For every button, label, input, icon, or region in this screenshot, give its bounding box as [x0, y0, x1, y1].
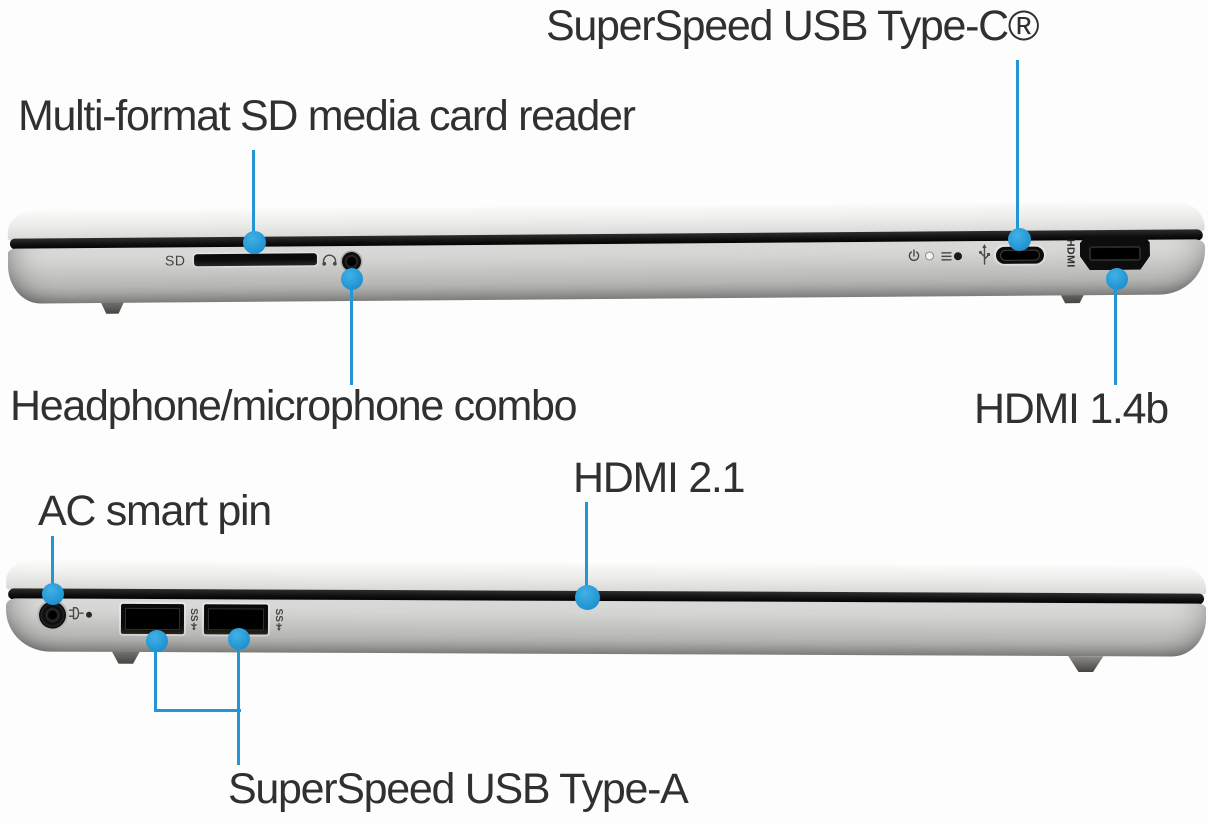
callout-dot-usb-type-c: [1008, 228, 1031, 251]
superspeed-trident-icon: [191, 622, 197, 631]
label-usb-type-c: SuperSpeed USB Type-C®: [546, 2, 1040, 50]
sd-card-slot: [193, 253, 318, 267]
callout-dot-headphone: [341, 268, 363, 290]
hdmi-port-slot: [1089, 246, 1141, 261]
callout-line-headphone: [350, 288, 353, 385]
hdmi-marking: HDMI: [1063, 238, 1077, 268]
laptop-right-side-view: SD: [7, 198, 1206, 317]
callout-line-sd-reader: [252, 150, 255, 234]
label-ac-pin: AC smart pin: [38, 487, 272, 535]
label-hdmi-21: HDMI 2.1: [573, 454, 746, 502]
usb-a-port-2-slot: [207, 608, 265, 631]
headset-icon: [321, 252, 338, 272]
callout-dot-hdmi-14b: [1106, 268, 1128, 290]
battery-led-icon: [939, 249, 964, 268]
label-headphone: Headphone/microphone combo: [10, 382, 578, 430]
hdmi-port: [1080, 237, 1150, 271]
callout-line-usb-type-c: [1016, 60, 1019, 230]
sd-marking: SD: [164, 252, 186, 269]
superspeed-text: SS: [273, 608, 285, 622]
laptop-base-edge: [5, 598, 1207, 657]
callout-line-hdmi-21: [585, 502, 588, 588]
callout-line-usb-a-2: [237, 648, 240, 765]
callout-dot-usb-a-2: [228, 628, 250, 650]
callout-connector-usb-a: [154, 709, 241, 712]
superspeed-trident-icon: [276, 623, 282, 631]
superspeed-marking-2: SS: [273, 609, 285, 631]
superspeed-text: SS: [188, 608, 200, 622]
ac-power-jack: [38, 601, 67, 629]
callout-line-hdmi-14b: [1114, 288, 1117, 385]
power-led: [924, 251, 935, 261]
ac-led: [86, 611, 93, 618]
callout-line-ac-pin: [51, 536, 54, 585]
power-icon: [907, 249, 921, 269]
callout-dot-sd-reader: [243, 231, 266, 254]
callout-dot-hdmi-21: [575, 585, 600, 610]
callout-dot-usb-a-1: [146, 630, 168, 652]
callout-dot-ac-pin: [42, 583, 64, 605]
laptop-left-side-view: SS SS: [5, 559, 1207, 679]
callout-line-usb-a-1: [154, 649, 157, 712]
ac-plug-icon: [68, 606, 85, 626]
label-hdmi-14b: HDMI 1.4b: [974, 385, 1169, 433]
usb-trident-icon: [977, 243, 992, 271]
usb-c-port-slot: [999, 249, 1041, 261]
rubber-foot: [1066, 656, 1106, 672]
usb-a-port-1-slot: [124, 607, 181, 631]
label-sd-reader: Multi-format SD media card reader: [18, 92, 636, 140]
label-usb-type-a: SuperSpeed USB Type-A: [228, 765, 689, 813]
superspeed-marking-1: SS: [188, 608, 200, 631]
